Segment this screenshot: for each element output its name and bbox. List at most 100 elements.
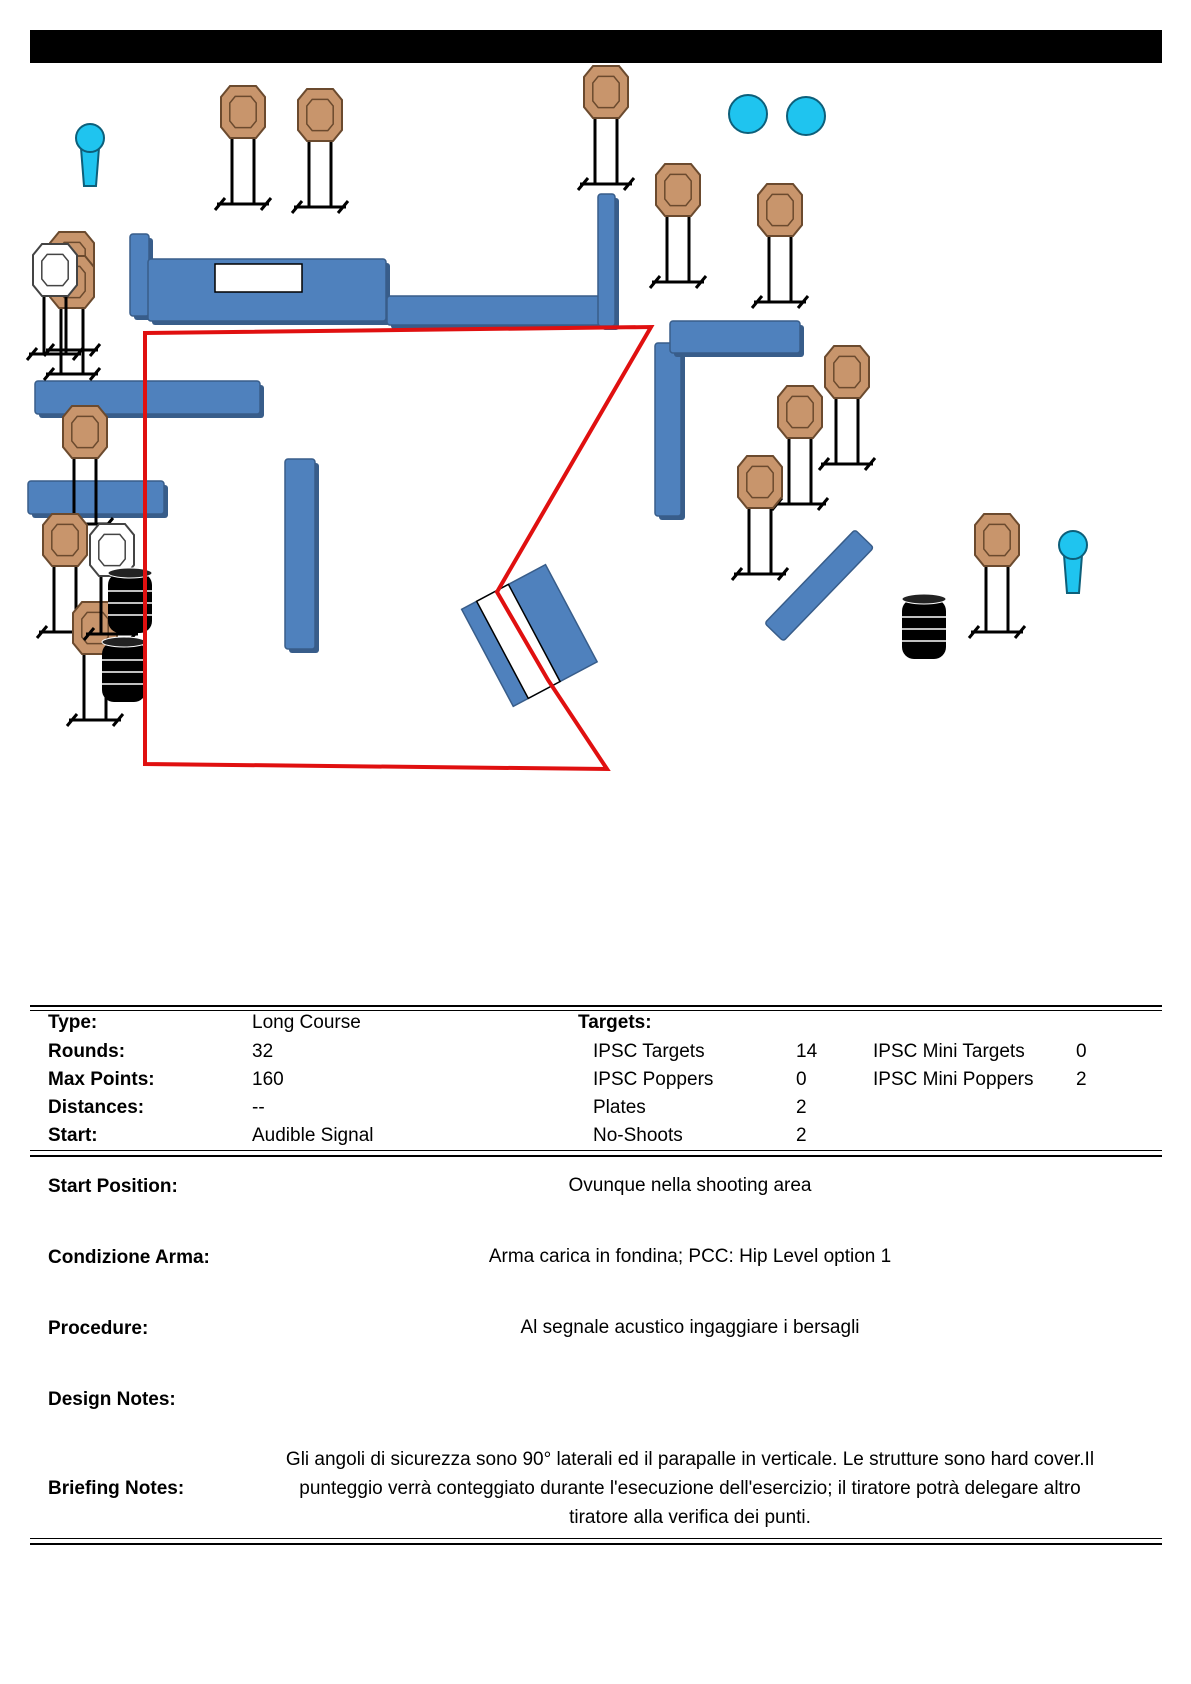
distances-value: -- xyxy=(252,1097,265,1118)
stage-diagram xyxy=(25,65,1088,772)
no-shoot-1 xyxy=(32,243,78,297)
ipsc-target-2-stand-foot xyxy=(290,200,304,214)
ipsc-target-7-stand-foot xyxy=(88,367,102,381)
ipsc-target-5 xyxy=(757,183,803,237)
barrel-3-top xyxy=(901,593,947,605)
design-notes-label: Design Notes: xyxy=(48,1389,176,1410)
ipsc-target-2 xyxy=(297,88,343,142)
no-shoot-2-inner-zone xyxy=(98,533,126,567)
rounds-label: Rounds: xyxy=(48,1041,126,1062)
ipsc-target-7-stand-foot xyxy=(42,367,56,381)
ipsc-mini-poppers-count: 2 xyxy=(1076,1069,1087,1090)
barrel-2-top xyxy=(101,636,147,648)
ipsc-target-3-stand-foot xyxy=(576,177,590,191)
briefing-notes-label: Briefing Notes: xyxy=(48,1478,185,1499)
plate-2 xyxy=(786,96,826,136)
ipsc-target-11 xyxy=(824,345,870,399)
no-shoot-1-inner-zone xyxy=(41,253,69,287)
briefing-notes-value: Gli angoli di sicurezza sono 90° lateral… xyxy=(240,1445,1140,1532)
mini-popper-2 xyxy=(1058,530,1088,560)
ipsc-target-14-stand-foot xyxy=(1013,625,1027,639)
shooting-area-fault-line xyxy=(143,324,655,772)
wall-1 xyxy=(129,233,150,317)
ipsc-target-13-inner-zone xyxy=(746,465,774,499)
start-position-value: Ovunque nella shooting area xyxy=(568,1175,812,1196)
wall-4 xyxy=(597,193,616,327)
ipsc-target-8-inner-zone xyxy=(71,415,99,449)
ipsc-target-11-stand-foot xyxy=(863,457,877,471)
ipsc-target-9 xyxy=(42,513,88,567)
ipsc-target-3-inner-zone xyxy=(592,75,620,109)
condizione-arma-label: Condizione Arma: xyxy=(48,1247,210,1268)
ipsc-target-13 xyxy=(737,455,783,509)
no-shoot-1-stand-foot xyxy=(71,347,85,361)
props-layer xyxy=(25,65,1088,727)
procedure-label: Procedure: xyxy=(48,1318,149,1339)
ipsc-target-12 xyxy=(777,385,823,439)
ipsc-target-4-stand-foot xyxy=(648,275,662,289)
ipsc-target-12-stand-foot xyxy=(816,497,830,511)
no-shoots-count: 2 xyxy=(796,1125,807,1146)
ipsc-target-14-stand-foot xyxy=(967,625,981,639)
header-bar xyxy=(30,30,1162,63)
barricade-window-opening xyxy=(475,583,562,700)
ipsc-mini-poppers-name: IPSC Mini Poppers xyxy=(873,1069,1034,1090)
ipsc-target-6-stand-foot xyxy=(88,343,102,357)
plates-name: Plates xyxy=(593,1097,646,1118)
walls-layer xyxy=(27,193,874,708)
ipsc-target-11-inner-zone xyxy=(833,355,861,389)
briefing-line-2: punteggio verrà conteggiato durante l'es… xyxy=(299,1478,1081,1499)
ipsc-target-10-stand-foot xyxy=(65,713,79,727)
plate-1 xyxy=(728,94,768,134)
ipsc-poppers-name: IPSC Poppers xyxy=(593,1069,714,1090)
barricade-window xyxy=(460,563,599,708)
procedure-value: Al segnale acustico ingaggiare i bersagl… xyxy=(520,1317,860,1338)
wall-8 xyxy=(654,342,682,517)
ipsc-target-5-stand-foot xyxy=(750,295,764,309)
ipsc-target-10-stand-foot xyxy=(111,713,125,727)
ipsc-target-4-stand-foot xyxy=(694,275,708,289)
ipsc-target-9-stand-foot xyxy=(35,625,49,639)
ipsc-target-1-stand-foot xyxy=(259,197,273,211)
wall-diagonal xyxy=(765,530,874,641)
plates-count: 2 xyxy=(796,1097,807,1118)
ipsc-target-3 xyxy=(583,65,629,119)
ipsc-target-1-inner-zone xyxy=(229,95,257,129)
distances-label: Distances: xyxy=(48,1097,145,1118)
ipsc-target-9-inner-zone xyxy=(51,523,79,557)
ipsc-mini-targets-count: 0 xyxy=(1076,1041,1087,1062)
start-value: Audible Signal xyxy=(252,1125,374,1146)
briefing-line-3: tiratore alla verifica dei punti. xyxy=(569,1507,811,1528)
max-points-label: Max Points: xyxy=(48,1069,155,1090)
type-label: Type: xyxy=(48,1012,98,1033)
no-shoots-name: No-Shoots xyxy=(593,1125,683,1146)
ipsc-target-12-inner-zone xyxy=(786,395,814,429)
mini-popper-1 xyxy=(75,123,105,153)
ipsc-target-13-stand-foot xyxy=(730,567,744,581)
wall-3 xyxy=(386,295,601,326)
ipsc-targets-count: 14 xyxy=(796,1041,818,1062)
ipsc-target-14 xyxy=(974,513,1020,567)
ipsc-target-5-inner-zone xyxy=(766,193,794,227)
wall-9 xyxy=(669,320,801,354)
ipsc-target-1 xyxy=(220,85,266,139)
ipsc-targets-name: IPSC Targets xyxy=(593,1041,705,1062)
ipsc-target-8 xyxy=(62,405,108,459)
ipsc-target-2-inner-zone xyxy=(306,98,334,132)
start-label: Start: xyxy=(48,1125,98,1146)
briefing-line-1: Gli angoli di sicurezza sono 90° lateral… xyxy=(285,1449,1095,1470)
ipsc-target-4-inner-zone xyxy=(664,173,692,207)
wall-window xyxy=(214,263,303,293)
ipsc-target-1-stand-foot xyxy=(213,197,227,211)
no-shoot-2-stand-foot xyxy=(82,627,96,641)
ipsc-target-14-inner-zone xyxy=(983,523,1011,557)
no-shoot-1-stand-foot xyxy=(25,347,39,361)
ipsc-target-2-stand-foot xyxy=(336,200,350,214)
ipsc-poppers-count: 0 xyxy=(796,1069,807,1090)
mini-popper-2-base xyxy=(1062,554,1084,594)
ipsc-target-5-stand-foot xyxy=(796,295,810,309)
ipsc-target-3-stand-foot xyxy=(622,177,636,191)
rounds-value: 32 xyxy=(252,1041,274,1062)
barrel-1-top xyxy=(107,567,153,579)
ipsc-target-4 xyxy=(655,163,701,217)
